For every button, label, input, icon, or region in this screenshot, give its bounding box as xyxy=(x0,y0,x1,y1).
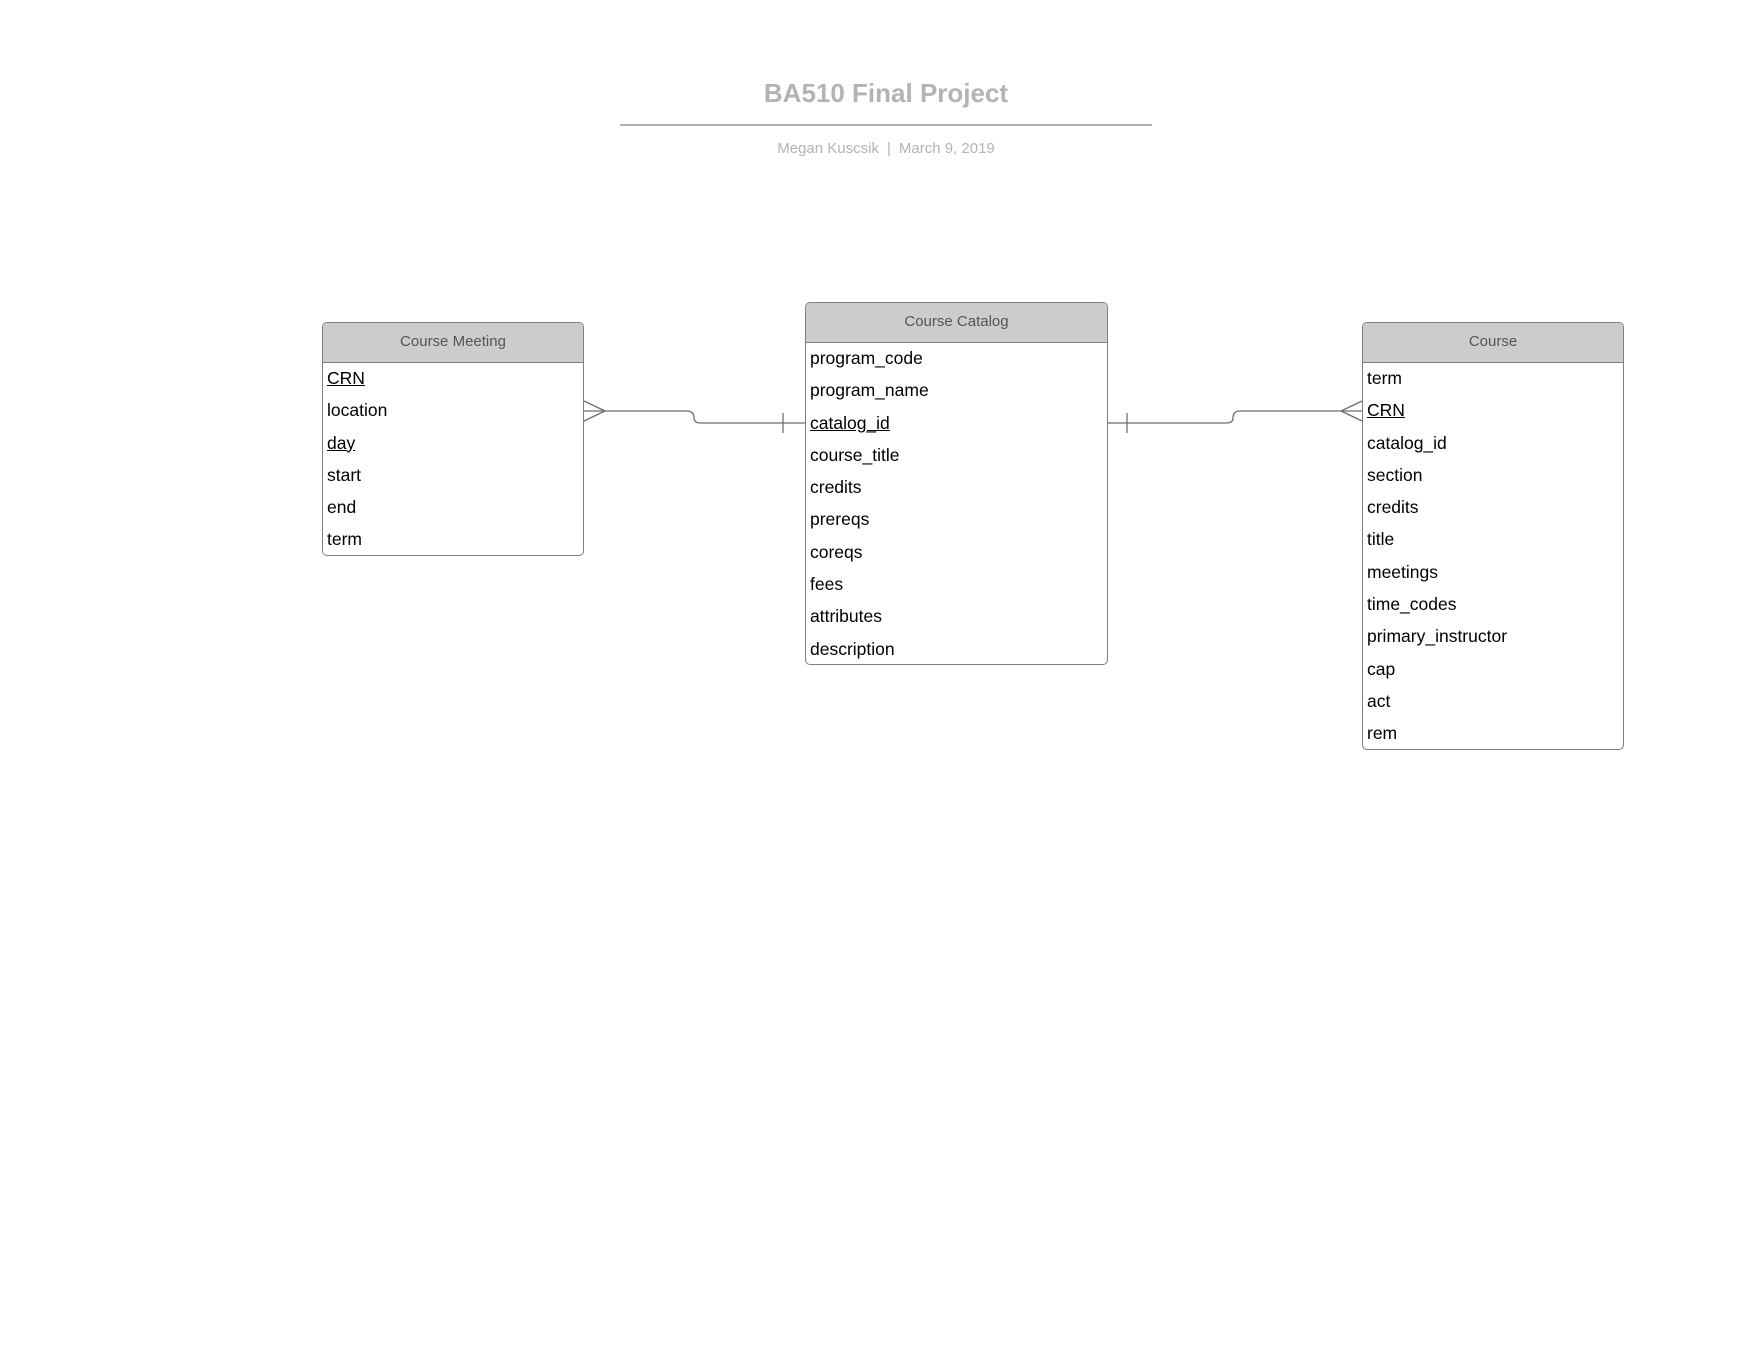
field-label: location xyxy=(327,400,388,421)
entity-field: cap xyxy=(1363,654,1623,686)
field-label: primary_instructor xyxy=(1367,626,1508,647)
field-label: program_code xyxy=(810,348,923,368)
entity-field: credits xyxy=(806,472,1107,504)
field-label: meetings xyxy=(1367,561,1439,582)
field-label: start xyxy=(327,464,362,485)
entity-field: coreqs xyxy=(806,537,1107,569)
entity-field: course_title xyxy=(806,440,1107,472)
field-label: title xyxy=(1367,529,1395,550)
entity-field: credits xyxy=(1363,492,1623,524)
entity-field: end xyxy=(323,492,583,524)
diagram-title: BA510 Final Project xyxy=(763,78,1009,108)
diagram-date: March 9, 2019 xyxy=(898,140,995,157)
entity-field: title xyxy=(1363,524,1623,556)
entity-field: time_codes xyxy=(1363,589,1623,621)
entity-field: prereqs xyxy=(806,504,1107,536)
entity-field: primary_instructor xyxy=(1363,621,1623,653)
entity-course-meeting[interactable]: Course Meeting CRN location day start end ter… xyxy=(322,322,584,556)
entity-field: catalog_id xyxy=(1363,428,1623,460)
connector-line[interactable] xyxy=(1108,410,1362,424)
field-label: section xyxy=(1367,464,1423,485)
field-label: term xyxy=(327,529,362,550)
entity-field: location xyxy=(323,395,583,427)
entity-field: term xyxy=(1363,363,1623,395)
field-label: course_title xyxy=(810,444,900,465)
entity-field: term xyxy=(323,524,583,555)
relationship-catalog-course[interactable] xyxy=(1108,400,1363,433)
entity-field: rem xyxy=(1363,718,1623,749)
field-list: CRN location day start end term xyxy=(323,363,583,555)
connector-line[interactable] xyxy=(584,410,805,424)
diagram-subtitle: Megan Kuscsik | March 9, 2019 xyxy=(620,140,1152,157)
key-field: catalog_id xyxy=(806,408,1107,440)
field-label: credits xyxy=(810,477,862,498)
field-label: rem xyxy=(1367,723,1398,744)
entity-field: meetings xyxy=(1363,557,1623,589)
crows-foot-many-icon xyxy=(1340,400,1363,422)
field-label: term xyxy=(1367,368,1402,388)
subtitle-separator: | xyxy=(886,140,891,157)
field-label: program_name xyxy=(810,380,929,401)
entity-field: section xyxy=(1363,460,1623,492)
field-label: act xyxy=(1367,690,1391,711)
author-name: Megan Kuscsik xyxy=(777,140,879,157)
key-field: CRN xyxy=(323,363,583,395)
field-label: coreqs xyxy=(810,541,863,562)
crows-foot-many-icon xyxy=(583,400,606,422)
key-field: day xyxy=(323,428,583,460)
entity-field: program_name xyxy=(806,375,1107,407)
field-label: attributes xyxy=(810,606,882,627)
entity-field: start xyxy=(323,460,583,492)
field-label: credits xyxy=(1367,497,1419,518)
title-divider xyxy=(620,124,1152,126)
field-label: time_codes xyxy=(1367,594,1457,615)
field-label: prereqs xyxy=(810,509,870,530)
entity-field: attributes xyxy=(806,601,1107,633)
entity-field: act xyxy=(1363,686,1623,718)
entity-field: program_code xyxy=(806,343,1107,375)
key-field: CRN xyxy=(1363,395,1623,427)
entity-header: Course Meeting xyxy=(323,323,583,363)
relationship-meeting-catalog[interactable] xyxy=(583,400,805,433)
entity-field: fees xyxy=(806,569,1107,601)
field-label: CRN xyxy=(327,368,365,388)
entity-header: Course xyxy=(1363,323,1623,363)
field-label: cap xyxy=(1367,658,1396,679)
entity-field: description xyxy=(806,634,1107,664)
field-label: fees xyxy=(810,574,844,595)
field-label: day xyxy=(327,432,356,453)
field-label: end xyxy=(327,497,357,518)
entity-header: Course Catalog xyxy=(806,303,1107,343)
field-label: catalog_id xyxy=(810,412,890,433)
field-label: catalog_id xyxy=(1367,432,1447,453)
field-label: CRN xyxy=(1367,400,1405,421)
field-label: description xyxy=(810,638,895,659)
